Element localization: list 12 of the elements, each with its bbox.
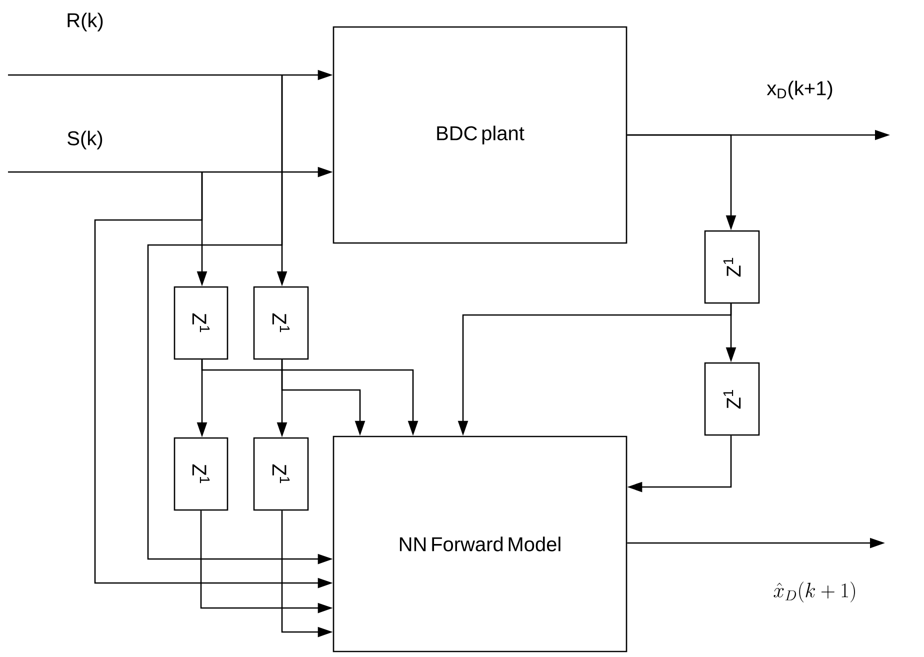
signal-label: x$_{D}$(k+1)	[766, 80, 832, 100]
delay-box: Z$^{1}$	[253, 437, 309, 511]
signal-label: R(k)	[68, 12, 103, 32]
delay-box: Z$^{1}$	[174, 286, 228, 360]
signal-label: S(k)	[68, 130, 102, 150]
delay-box: Z$^{1}$	[253, 286, 309, 360]
process-box: BDC plant	[332, 26, 628, 244]
delay-box: Z$^{1}$	[704, 230, 760, 304]
delay-box: Z$^{1}$	[174, 437, 228, 511]
signal-label: $\hat{x}_D(k+1)$	[774, 582, 855, 602]
delay-box: Z$^{1}$	[704, 362, 760, 436]
process-box: NN Forward Model	[332, 436, 628, 652]
